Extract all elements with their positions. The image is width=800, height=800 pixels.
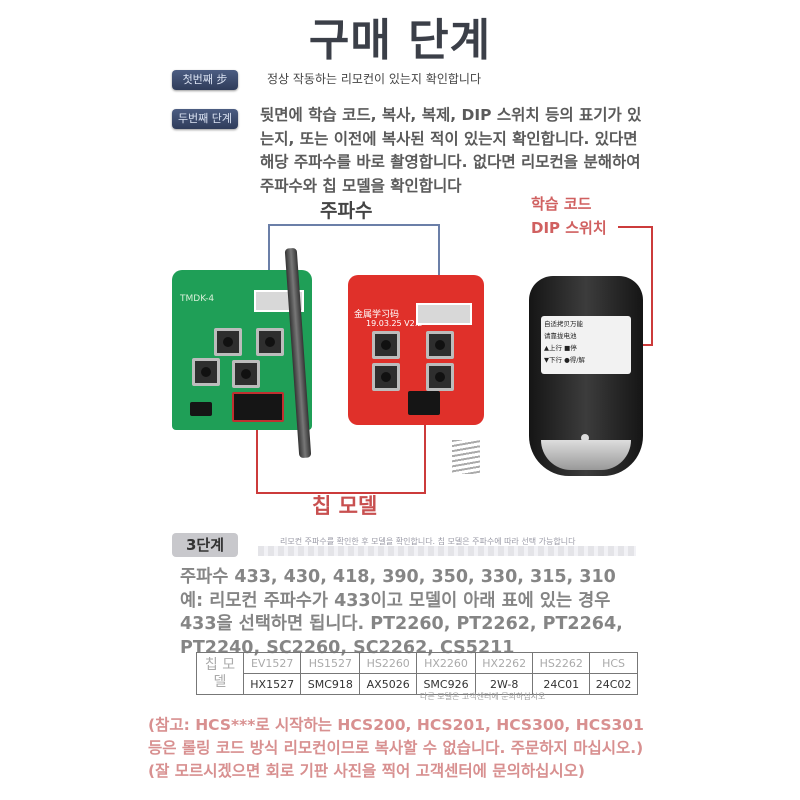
chip-connector-bottom [256,492,426,494]
remote-keyring-end [541,440,631,470]
red-board-button [372,331,400,359]
table-cell: AX5026 [359,673,418,695]
remote-led [581,434,589,442]
table-cell: HCS [589,652,638,674]
remote-panel-line: 请靠拢电池 [544,332,577,340]
red-board-chip [408,391,440,415]
green-board-small-chip [190,402,212,416]
blurred-strip [258,546,636,556]
freq-connector-right [438,224,440,306]
rolling-code-note: (참고: HCS***로 시작하는 HCS200, HCS201, HCS300… [148,716,644,780]
remote-label-panel: 自适拷贝万能 请靠拢电池 ▲上行 ■停 ▼下行 ●得/解 [541,316,631,374]
table-cell: HS1527 [300,652,361,674]
green-board-button [256,328,284,356]
step1-text: 정상 작동하는 리모컨이 있는지 확인합니다 [267,72,481,86]
table-cell: HS2262 [532,652,591,674]
red-board-button [426,363,454,391]
remote-control: 自适拷贝万能 请靠拢电池 ▲上行 ■停 ▼下行 ●得/解 [529,276,643,476]
red-board-text-1: 金属学习码 [354,310,400,320]
green-board-button [214,328,242,356]
frequency-list-text: 주파수 433, 430, 418, 390, 350, 330, 315, 3… [180,567,623,658]
page-title: 구매 단계 [308,15,492,66]
table-cell: HX2262 [474,652,534,674]
chip-model-table: 칩 모델 EV1527 HS1527 HS2260 HX2260 HX2262 … [196,652,638,695]
step2-badge: 두번째 단계 [172,109,238,129]
green-board-button [232,360,260,388]
frequency-label: 주파수 [320,200,373,222]
dip-connector-vertical [651,226,653,346]
red-circuit-board: 金属学习码 19.03.25 V2.2 [348,275,484,425]
freq-connector-left [268,224,270,294]
table-cell: 24C01 [532,673,591,695]
red-board-button [426,331,454,359]
chip-connector-left [256,420,258,494]
table-cell: EV1527 [242,652,302,674]
table-row: HX1527 SMC918 AX5026 SMC926 2W-8 24C01 2… [197,673,638,695]
table-cell: 2W-8 [474,673,534,695]
freq-connector-top [268,224,440,226]
table-row-header: 칩 모델 [196,652,244,695]
green-board-button [192,358,220,386]
step2-text: 뒷면에 학습 코드, 복사, 복제, DIP 스위치 등의 표기가 있는지, 또… [260,106,642,195]
dip-connector-top [618,226,652,228]
green-board-chip [232,392,284,422]
red-board-crystal [416,303,472,325]
table-cell: HS2260 [359,652,418,674]
table-row: 칩 모델 EV1527 HS1527 HS2260 HX2260 HX2262 … [196,652,638,695]
step3-hint: 리모컨 주파수를 확인한 후 모델을 확인합니다. 칩 모델은 주파수에 따라 … [280,537,576,546]
table-note: 다른 모델은 고객센터에 문의하십시오 [420,692,546,701]
green-board-text: TMDK-4 [180,294,215,304]
step3-badge: 3단계 [172,533,238,557]
step1-badge: 첫번째 步 [172,70,238,90]
chip-connector-right [424,418,426,494]
chip-model-label: 칩 모델 [312,494,378,518]
green-circuit-board: TMDK-4 [172,270,312,430]
table-cell: 24C02 [589,673,638,695]
remote-panel-line: ▼下行 ●得/解 [544,356,585,364]
table-cell: HX1527 [242,673,302,695]
red-board-text-2: 19.03.25 V2.2 [366,319,423,328]
learning-code-label: 학습 코드 DIP 스위치 [531,195,607,237]
table-cell: SMC918 [300,673,361,695]
remote-panel-line: 自适拷贝万能 [544,320,583,328]
battery-spring [452,440,480,474]
red-board-button [372,363,400,391]
table-cell: HX2260 [416,652,476,674]
remote-panel-line: ▲上行 ■停 [544,344,577,352]
